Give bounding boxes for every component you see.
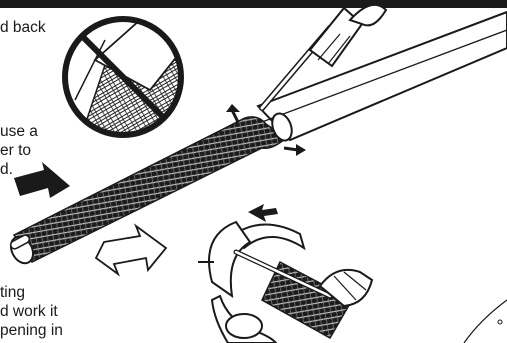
outline-arrow-icon [96, 226, 166, 274]
prohibited-sign-icon [65, 19, 200, 140]
push-arrow-icon [14, 162, 70, 198]
cable-tube [258, 12, 507, 140]
corner-detail [464, 300, 507, 343]
left-arrow-icon [248, 204, 278, 222]
